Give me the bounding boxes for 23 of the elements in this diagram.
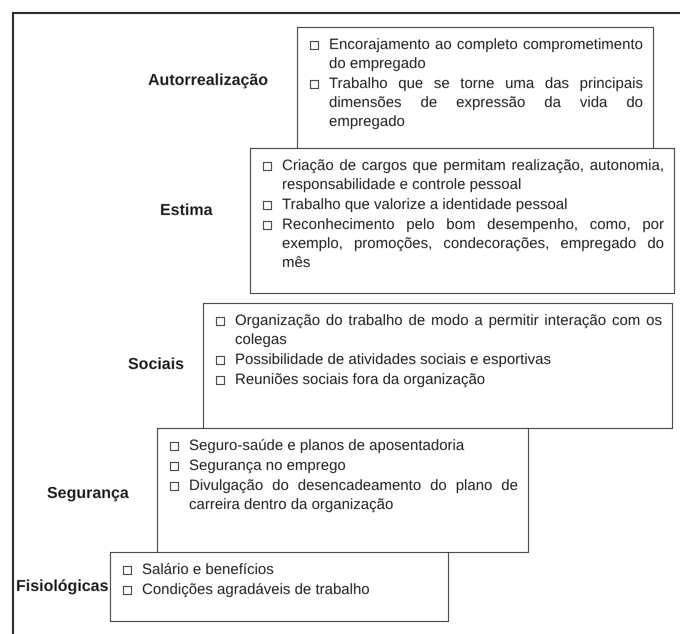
level-box — [203, 303, 673, 429]
list-item-text: Trabalho que se torne uma das principais dimensões de expressão da vida do empregado — [329, 74, 643, 131]
level-box — [297, 27, 654, 149]
list-item-text: Salário e benefícios — [142, 560, 274, 579]
level-label: Fisiológicas — [16, 578, 108, 596]
level-label: Estima — [160, 202, 212, 220]
list-item-text: Reuniões sociais fora da organização — [235, 370, 486, 389]
level-label: Autorrealização — [148, 72, 268, 90]
list-item-text: Trabalho que valorize a identidade pessoal — [282, 195, 568, 214]
level-label: Segurança — [47, 485, 129, 503]
level-label: Sociais — [128, 356, 184, 374]
list-item-text: Seguro-saúde e planos de aposentadoria — [189, 436, 464, 455]
list-item-text: Segurança no emprego — [189, 456, 346, 475]
level-box — [157, 428, 529, 553]
list-item-text: Possibilidade de atividades sociais e esportivas — [235, 350, 552, 369]
list-item-text: Criação de cargos que permitam realização, autonomia, responsabilidade e controle pessoal — [282, 156, 664, 194]
level-box — [110, 552, 449, 622]
list-item-text: Encorajamento ao completo comprometimento do empregado — [329, 35, 643, 73]
level-box — [250, 148, 675, 294]
list-item-text: Divulgação do desencadeamento do plano de carreira dentro da organização — [189, 476, 518, 514]
list-item-text: Reconhecimento pelo bom desempenho, como, por exemplo, promoções, condecorações, empregado do mês — [282, 215, 664, 272]
list-item-text: Organização do trabalho de modo a permitir interação com os colegas — [235, 311, 662, 349]
list-item-text: Condições agradáveis de trabalho — [142, 580, 370, 599]
